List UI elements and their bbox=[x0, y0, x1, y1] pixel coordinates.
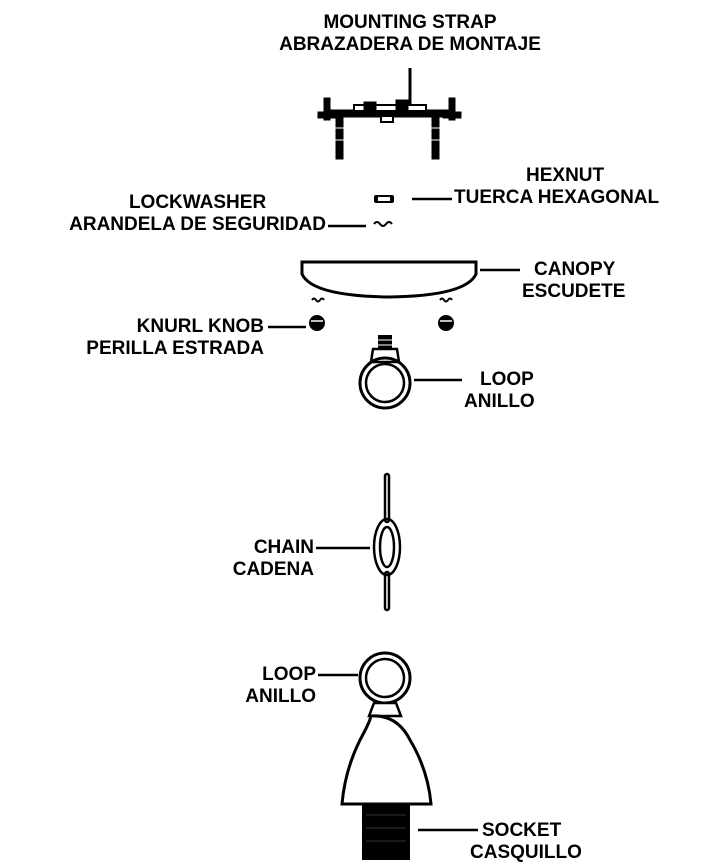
bottom-loop-part bbox=[318, 651, 412, 705]
top-loop-label-es: ANILLO bbox=[464, 391, 535, 412]
top-loop-label: LOOP ANILLO bbox=[464, 369, 535, 413]
canopy-label-es: ESCUDETE bbox=[522, 281, 626, 302]
hexnut-label: HEXNUT TUERCA HEXAGONAL bbox=[454, 165, 659, 209]
mounting-strap-label-es: ABRAZADERA DE MONTAJE bbox=[279, 34, 541, 55]
mounting-strap-part bbox=[317, 68, 462, 160]
top-loop-label-en: LOOP bbox=[480, 369, 534, 390]
canopy-part bbox=[300, 260, 520, 299]
lockwasher-label-en: LOCKWASHER bbox=[128, 192, 267, 213]
lockwasher-label-es: ARANDELA DE SEGURIDAD bbox=[69, 214, 326, 235]
chain-label-es: CADENA bbox=[232, 559, 314, 580]
socket-label-en: SOCKET bbox=[482, 820, 562, 841]
chain-label-en: CHAIN bbox=[253, 537, 314, 558]
hexnut-part bbox=[374, 195, 452, 203]
socket-label: SOCKET CASQUILLO bbox=[470, 820, 582, 864]
top-loop-part bbox=[358, 335, 462, 410]
knurl-knobs-part bbox=[268, 315, 454, 331]
socket-part bbox=[362, 804, 478, 860]
mounting-strap-label-en: MOUNTING STRAP bbox=[323, 12, 497, 33]
canopy-label: CANOPY ESCUDETE bbox=[522, 259, 625, 303]
lockwasher-label: LOCKWASHER ARANDELA DE SEGURIDAD bbox=[69, 192, 326, 236]
lockwasher-part bbox=[328, 221, 393, 228]
canopy-label-en: CANOPY bbox=[534, 259, 616, 280]
bottom-loop-label-en: LOOP bbox=[262, 664, 316, 685]
hexnut-label-en: HEXNUT bbox=[526, 165, 605, 186]
mounting-strap-label: MOUNTING STRAP ABRAZADERA DE MONTAJE bbox=[270, 12, 550, 56]
knurl-knob-label: KNURL KNOB PERILLA ESTRADA bbox=[86, 316, 264, 360]
bottom-loop-label: LOOP ANILLO bbox=[245, 664, 316, 708]
small-lockwashers-part bbox=[311, 297, 453, 303]
knurl-knob-label-es: PERILLA ESTRADA bbox=[86, 338, 264, 359]
hexnut-label-es: TUERCA HEXAGONAL bbox=[454, 187, 660, 208]
socket-label-es: CASQUILLO bbox=[470, 842, 582, 863]
shade-body-part bbox=[340, 701, 433, 806]
chain-part bbox=[316, 472, 402, 612]
bottom-loop-label-es: ANILLO bbox=[245, 686, 316, 707]
knurl-knob-label-en: KNURL KNOB bbox=[136, 316, 264, 337]
chain-label: CHAIN CADENA bbox=[233, 537, 314, 581]
